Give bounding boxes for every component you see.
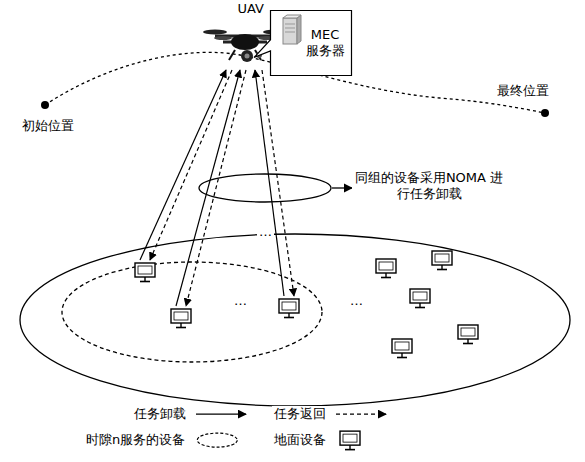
legend-text: 任务卸载 — [132, 406, 188, 422]
end-dot — [541, 109, 549, 117]
legend-sample — [340, 431, 360, 450]
ground-area — [20, 234, 570, 406]
slot-group — [62, 262, 322, 362]
annotation-label: … — [348, 293, 365, 309]
ground-devices — [135, 251, 478, 358]
legend-text: 任务返回 — [272, 406, 328, 422]
node-text: MEC 服务器 — [304, 27, 346, 60]
legend-sample — [196, 414, 246, 415]
legend-text: 地面设备 — [272, 432, 328, 448]
legend-text: 时隙n服务的设备 — [84, 432, 187, 448]
start-dot — [41, 101, 49, 109]
noma-group — [199, 174, 331, 202]
annotation-label: 最终位置 — [495, 83, 551, 99]
legend-sample — [197, 433, 237, 447]
mec-server-callout: MEC 服务器 — [270, 10, 352, 76]
uav-label: UAV — [228, 0, 264, 18]
annotation-label: 初始位置 — [20, 118, 76, 134]
leader-arrow — [332, 187, 352, 188]
annotation-label: … — [232, 293, 249, 309]
links — [140, 70, 294, 306]
annotation-label: 同组的设备采用NOMA 进行任务卸载 — [352, 170, 506, 203]
legend-sample — [336, 414, 386, 415]
annotation-label: … — [257, 224, 274, 240]
node-text: UAV — [238, 1, 264, 17]
